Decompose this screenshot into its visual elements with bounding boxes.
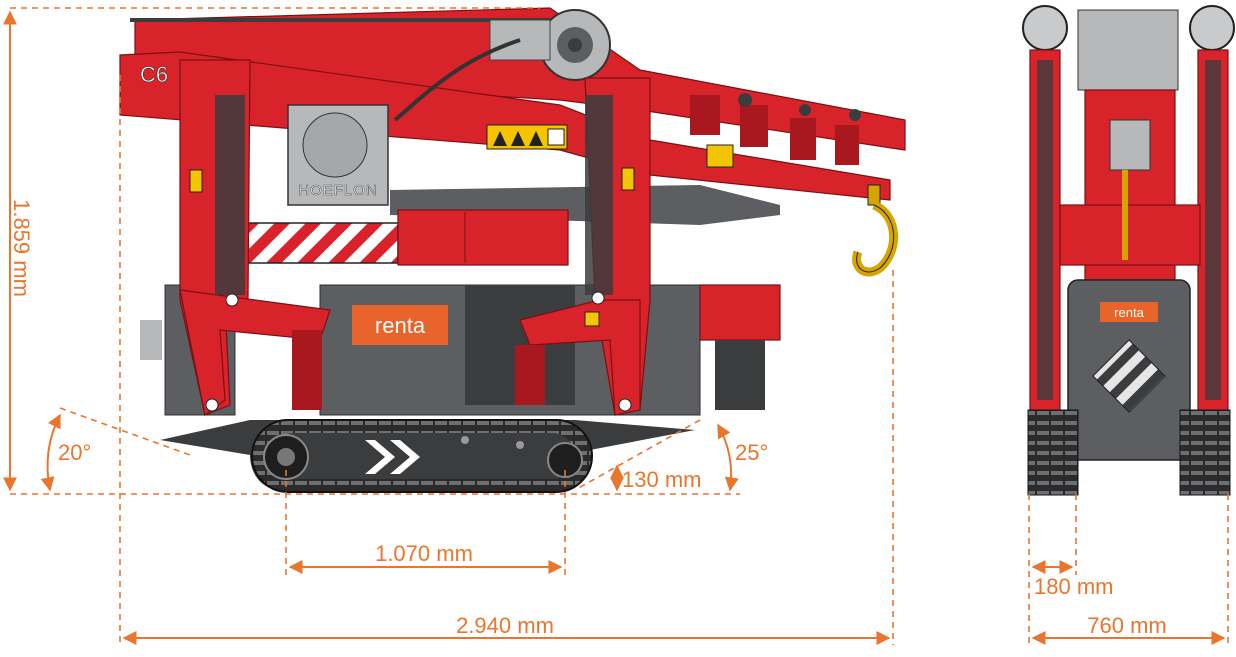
renta-logo-front: renta [1100,302,1158,322]
outrigger-frame-left [179,59,331,417]
front-view-dimensions: 180 mm 760 mm [1028,494,1229,645]
track-front-right [1179,409,1231,496]
departure-angle-label: 25° [735,440,768,465]
model-label: C6 [140,62,168,87]
height-dimension-label: 1.859 mm [9,199,34,297]
track-width-dimension-label: 180 mm [1034,574,1113,599]
length-dimension-label: 2.940 mm [456,613,554,638]
boom-brand-label: HOEFLON [298,182,378,199]
ground-clearance-dimension-label: 130 mm [622,467,701,492]
track-front-left [1027,409,1079,496]
crane-hook-icon [852,184,898,277]
renta-logo-side: renta [352,305,448,345]
boom-cover-plate: HOEFLON [287,104,389,206]
width-dimension-label: 760 mm [1087,613,1166,638]
approach-angle-label: 20° [58,440,91,465]
crane-front-view: renta [1022,5,1235,496]
crane-side-view: HOEFLON C6 [119,7,906,493]
renta-logo-side-text: renta [375,313,426,338]
boom-warning-stickers [486,124,734,168]
front-hazard-diamond [1092,339,1166,413]
outrigger-frame-right [519,77,651,416]
winch-assembly [393,9,611,122]
crawler-track-side [160,419,695,493]
track-centers-dimension-label: 1.070 mm [375,541,473,566]
renta-logo-front-text: renta [1114,305,1144,320]
boom-joints [690,93,861,165]
side-view-dimensions: 1.859 mm 2.940 mm 1.070 mm 130 mm 20° 25… [3,7,894,645]
hazard-stripe-panel [247,222,399,264]
